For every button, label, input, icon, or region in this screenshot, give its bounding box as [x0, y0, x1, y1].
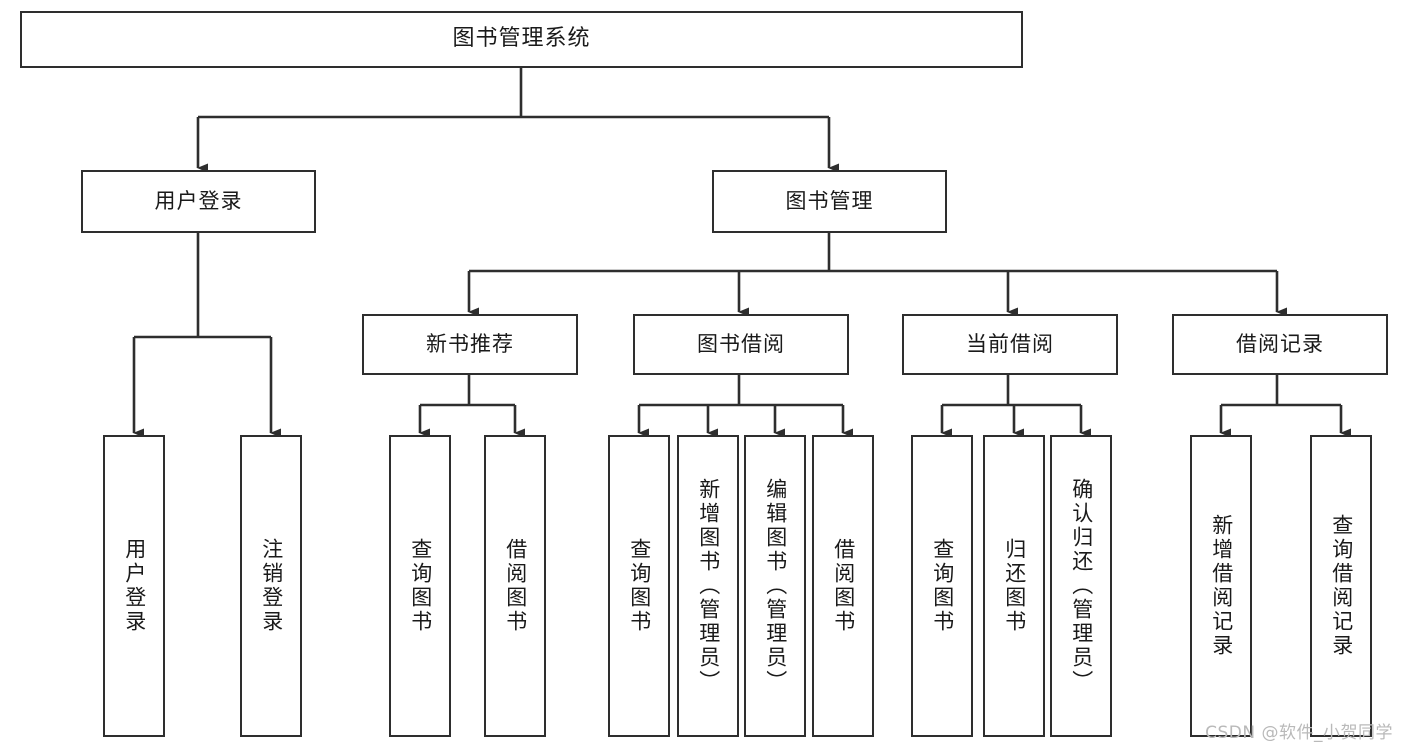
- node-leaf-logout-login[interactable]: 注销登录: [240, 435, 302, 737]
- node-new-book-recommend[interactable]: 新书推荐: [362, 314, 578, 375]
- node-leaf-query-borrow-record[interactable]: 查询借阅记录: [1310, 435, 1372, 737]
- connector-userlogin-to-leaves: [132, 233, 281, 438]
- node-root-system[interactable]: 图书管理系统: [20, 11, 1023, 68]
- node-leaf-add-borrow-record[interactable]: 新增借阅记录: [1190, 435, 1252, 737]
- node-leaf-borrow-book-1[interactable]: 借阅图书: [484, 435, 546, 737]
- node-leaf-user-login[interactable]: 用户登录: [103, 435, 165, 737]
- node-leaf-borrow-book-2[interactable]: 借阅图书: [812, 435, 874, 737]
- connector-root-to-level2: [196, 68, 839, 173]
- node-leaf-query-book-3[interactable]: 查询图书: [911, 435, 973, 737]
- node-leaf-query-book-1[interactable]: 查询图书: [389, 435, 451, 737]
- connector-bookmanage-to-level3: [467, 233, 1287, 317]
- node-leaf-query-book-2[interactable]: 查询图书: [608, 435, 670, 737]
- node-leaf-add-book-admin[interactable]: 新增图书（管理员）: [677, 435, 739, 737]
- node-current-borrow[interactable]: 当前借阅: [902, 314, 1118, 375]
- connector-bookborrow-to-leaves: [637, 375, 853, 438]
- connector-newbook-to-leaves: [418, 375, 525, 438]
- node-leaf-edit-book-admin[interactable]: 编辑图书（管理员）: [744, 435, 806, 737]
- node-leaf-return-book[interactable]: 归还图书: [983, 435, 1045, 737]
- connector-borrowrecord-to-leaves: [1219, 375, 1351, 438]
- node-borrow-record[interactable]: 借阅记录: [1172, 314, 1388, 375]
- connector-currentborrow-to-leaves: [940, 375, 1091, 438]
- node-book-borrow[interactable]: 图书借阅: [633, 314, 849, 375]
- node-book-manage[interactable]: 图书管理: [712, 170, 947, 233]
- node-user-login[interactable]: 用户登录: [81, 170, 316, 233]
- node-leaf-confirm-return-admin[interactable]: 确认归还（管理员）: [1050, 435, 1112, 737]
